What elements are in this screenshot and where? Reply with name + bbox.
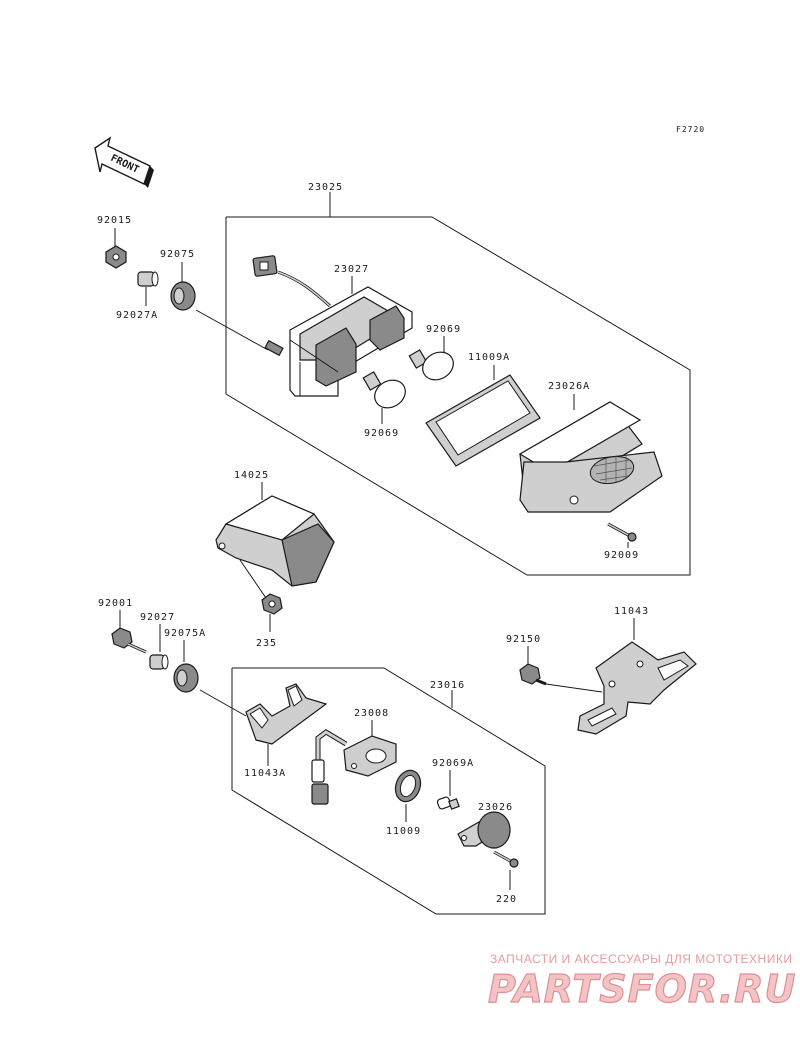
lens-23026A <box>518 401 663 513</box>
label-23026: 23026 <box>478 802 513 813</box>
label-92015: 92015 <box>97 215 132 226</box>
bracket-11043A <box>245 683 328 745</box>
housing-23027 <box>289 286 413 397</box>
assembly-23016-outline <box>231 667 546 915</box>
label-92069-bottom: 92069 <box>364 428 399 439</box>
bulb-92069A <box>436 796 460 810</box>
assembly-23025-outline <box>225 192 691 576</box>
watermark-brand: PARTSFOR.RU <box>488 967 796 1011</box>
label-23016: 23016 <box>430 680 465 691</box>
label-92009: 92009 <box>604 550 639 561</box>
collar-92027A <box>137 271 159 287</box>
label-11009A: 11009A <box>468 352 510 363</box>
bolt-92001 <box>111 627 147 654</box>
grommet-92075 <box>170 281 196 311</box>
label-23025: 23025 <box>308 182 343 193</box>
front-arrow-icon: FRONT <box>94 136 154 188</box>
bolt-235 <box>261 593 283 615</box>
lens-23026 <box>457 811 511 849</box>
screw-92009 <box>607 522 637 542</box>
label-92150: 92150 <box>506 634 541 645</box>
gasket-11009A <box>425 374 541 467</box>
label-92001: 92001 <box>98 598 133 609</box>
label-235: 235 <box>256 638 277 649</box>
label-92075A: 92075A <box>164 628 206 639</box>
label-92075: 92075 <box>160 249 195 260</box>
bulb-92069-bottom <box>362 371 406 409</box>
cover-14025 <box>215 495 335 587</box>
watermark-tagline: ЗАПЧАСТИ И АКСЕССУАРЫ ДЛЯ МОТОТЕХНИКИ <box>490 952 792 966</box>
wire-connector <box>252 255 331 308</box>
stud-bolt <box>264 339 284 357</box>
label-92069-top: 92069 <box>426 324 461 335</box>
label-92027A: 92027A <box>116 310 158 321</box>
screw-220 <box>493 850 519 868</box>
label-14025: 14025 <box>234 470 269 481</box>
label-23008: 23008 <box>354 708 389 719</box>
figure-code: F2720 <box>676 125 705 134</box>
grommet-92075A <box>173 663 199 693</box>
collar-92027 <box>149 654 169 670</box>
label-11043: 11043 <box>614 606 649 617</box>
label-11009: 11009 <box>386 826 421 837</box>
label-220: 220 <box>496 894 517 905</box>
bracket-11043 <box>577 641 697 735</box>
label-11043A: 11043A <box>244 768 286 779</box>
gasket-11009 <box>394 769 422 803</box>
bulb-92069-top <box>408 349 454 381</box>
label-23027: 23027 <box>334 264 369 275</box>
label-92027: 92027 <box>140 612 175 623</box>
label-92069A: 92069A <box>432 758 474 769</box>
label-23026A: 23026A <box>548 381 590 392</box>
bolt-92150 <box>519 663 547 686</box>
nut-92015 <box>105 245 127 269</box>
socket-23008 <box>311 728 397 805</box>
